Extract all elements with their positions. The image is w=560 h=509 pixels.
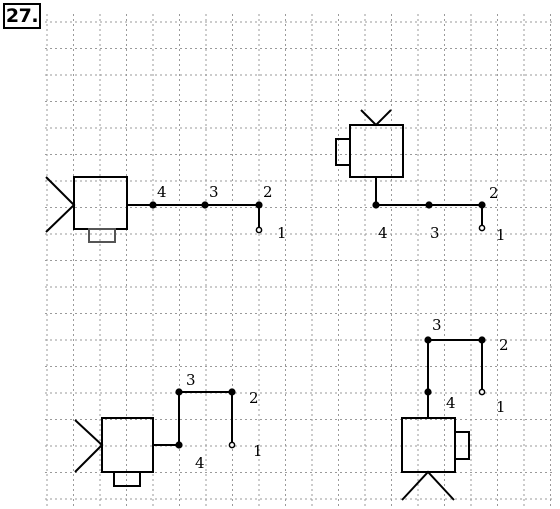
dotted-grid	[45, 14, 552, 509]
joint-4-4	[424, 388, 432, 396]
joint-3-4	[175, 441, 183, 449]
joint-1-1	[255, 226, 263, 234]
joint-2-3	[425, 201, 433, 209]
figure-4	[401, 336, 486, 501]
fig2-label-d: 1	[496, 226, 506, 244]
joint-4-3	[424, 336, 432, 344]
figure-3	[74, 388, 236, 487]
camera-4-lens-icon	[401, 470, 455, 501]
figure-1	[45, 176, 263, 243]
camera-4-body	[401, 417, 456, 473]
bracket-1	[127, 204, 260, 230]
fig1-label-d: 1	[277, 224, 287, 242]
joint-3-1	[228, 441, 236, 449]
joint-2-1	[478, 224, 486, 232]
problem-number: 27.	[3, 3, 41, 29]
camera-2-lens-icon	[360, 109, 392, 127]
fig3-label-a: 3	[186, 371, 196, 389]
camera-3-body	[101, 417, 154, 473]
fig4-label-d: 1	[496, 398, 506, 416]
fig1-label-b: 3	[209, 183, 219, 201]
fig2-label-b: 4	[378, 224, 388, 242]
joint-2-2	[478, 201, 486, 209]
camera-2-body	[349, 124, 404, 178]
figure-2	[335, 109, 486, 232]
camera-4-handle	[454, 431, 470, 460]
joint-3-2	[228, 388, 236, 396]
fig4-label-b: 2	[499, 336, 509, 354]
camera-2-handle	[335, 138, 351, 166]
camera-3-lens-icon	[74, 419, 104, 473]
bracket-4	[427, 339, 483, 418]
joint-2-4	[372, 201, 380, 209]
camera-1-handle	[88, 228, 116, 243]
camera-1-lens-icon	[45, 176, 76, 233]
fig2-label-c: 3	[430, 224, 440, 242]
joint-1-2	[255, 201, 263, 209]
fig3-label-b: 2	[249, 389, 259, 407]
joint-1-3	[201, 201, 209, 209]
fig2-label-a: 2	[489, 184, 499, 202]
camera-3-handle	[113, 471, 141, 487]
bracket-3	[153, 391, 233, 446]
fig4-label-a: 3	[432, 316, 442, 334]
fig3-label-d: 1	[253, 442, 263, 460]
fig4-label-c: 4	[446, 394, 456, 412]
joint-1-4	[149, 201, 157, 209]
joint-4-1	[478, 388, 486, 396]
fig1-label-c: 2	[263, 183, 273, 201]
fig1-label-a: 4	[157, 183, 167, 201]
joint-4-2	[478, 336, 486, 344]
joint-3-3	[175, 388, 183, 396]
fig3-label-c: 4	[195, 454, 205, 472]
